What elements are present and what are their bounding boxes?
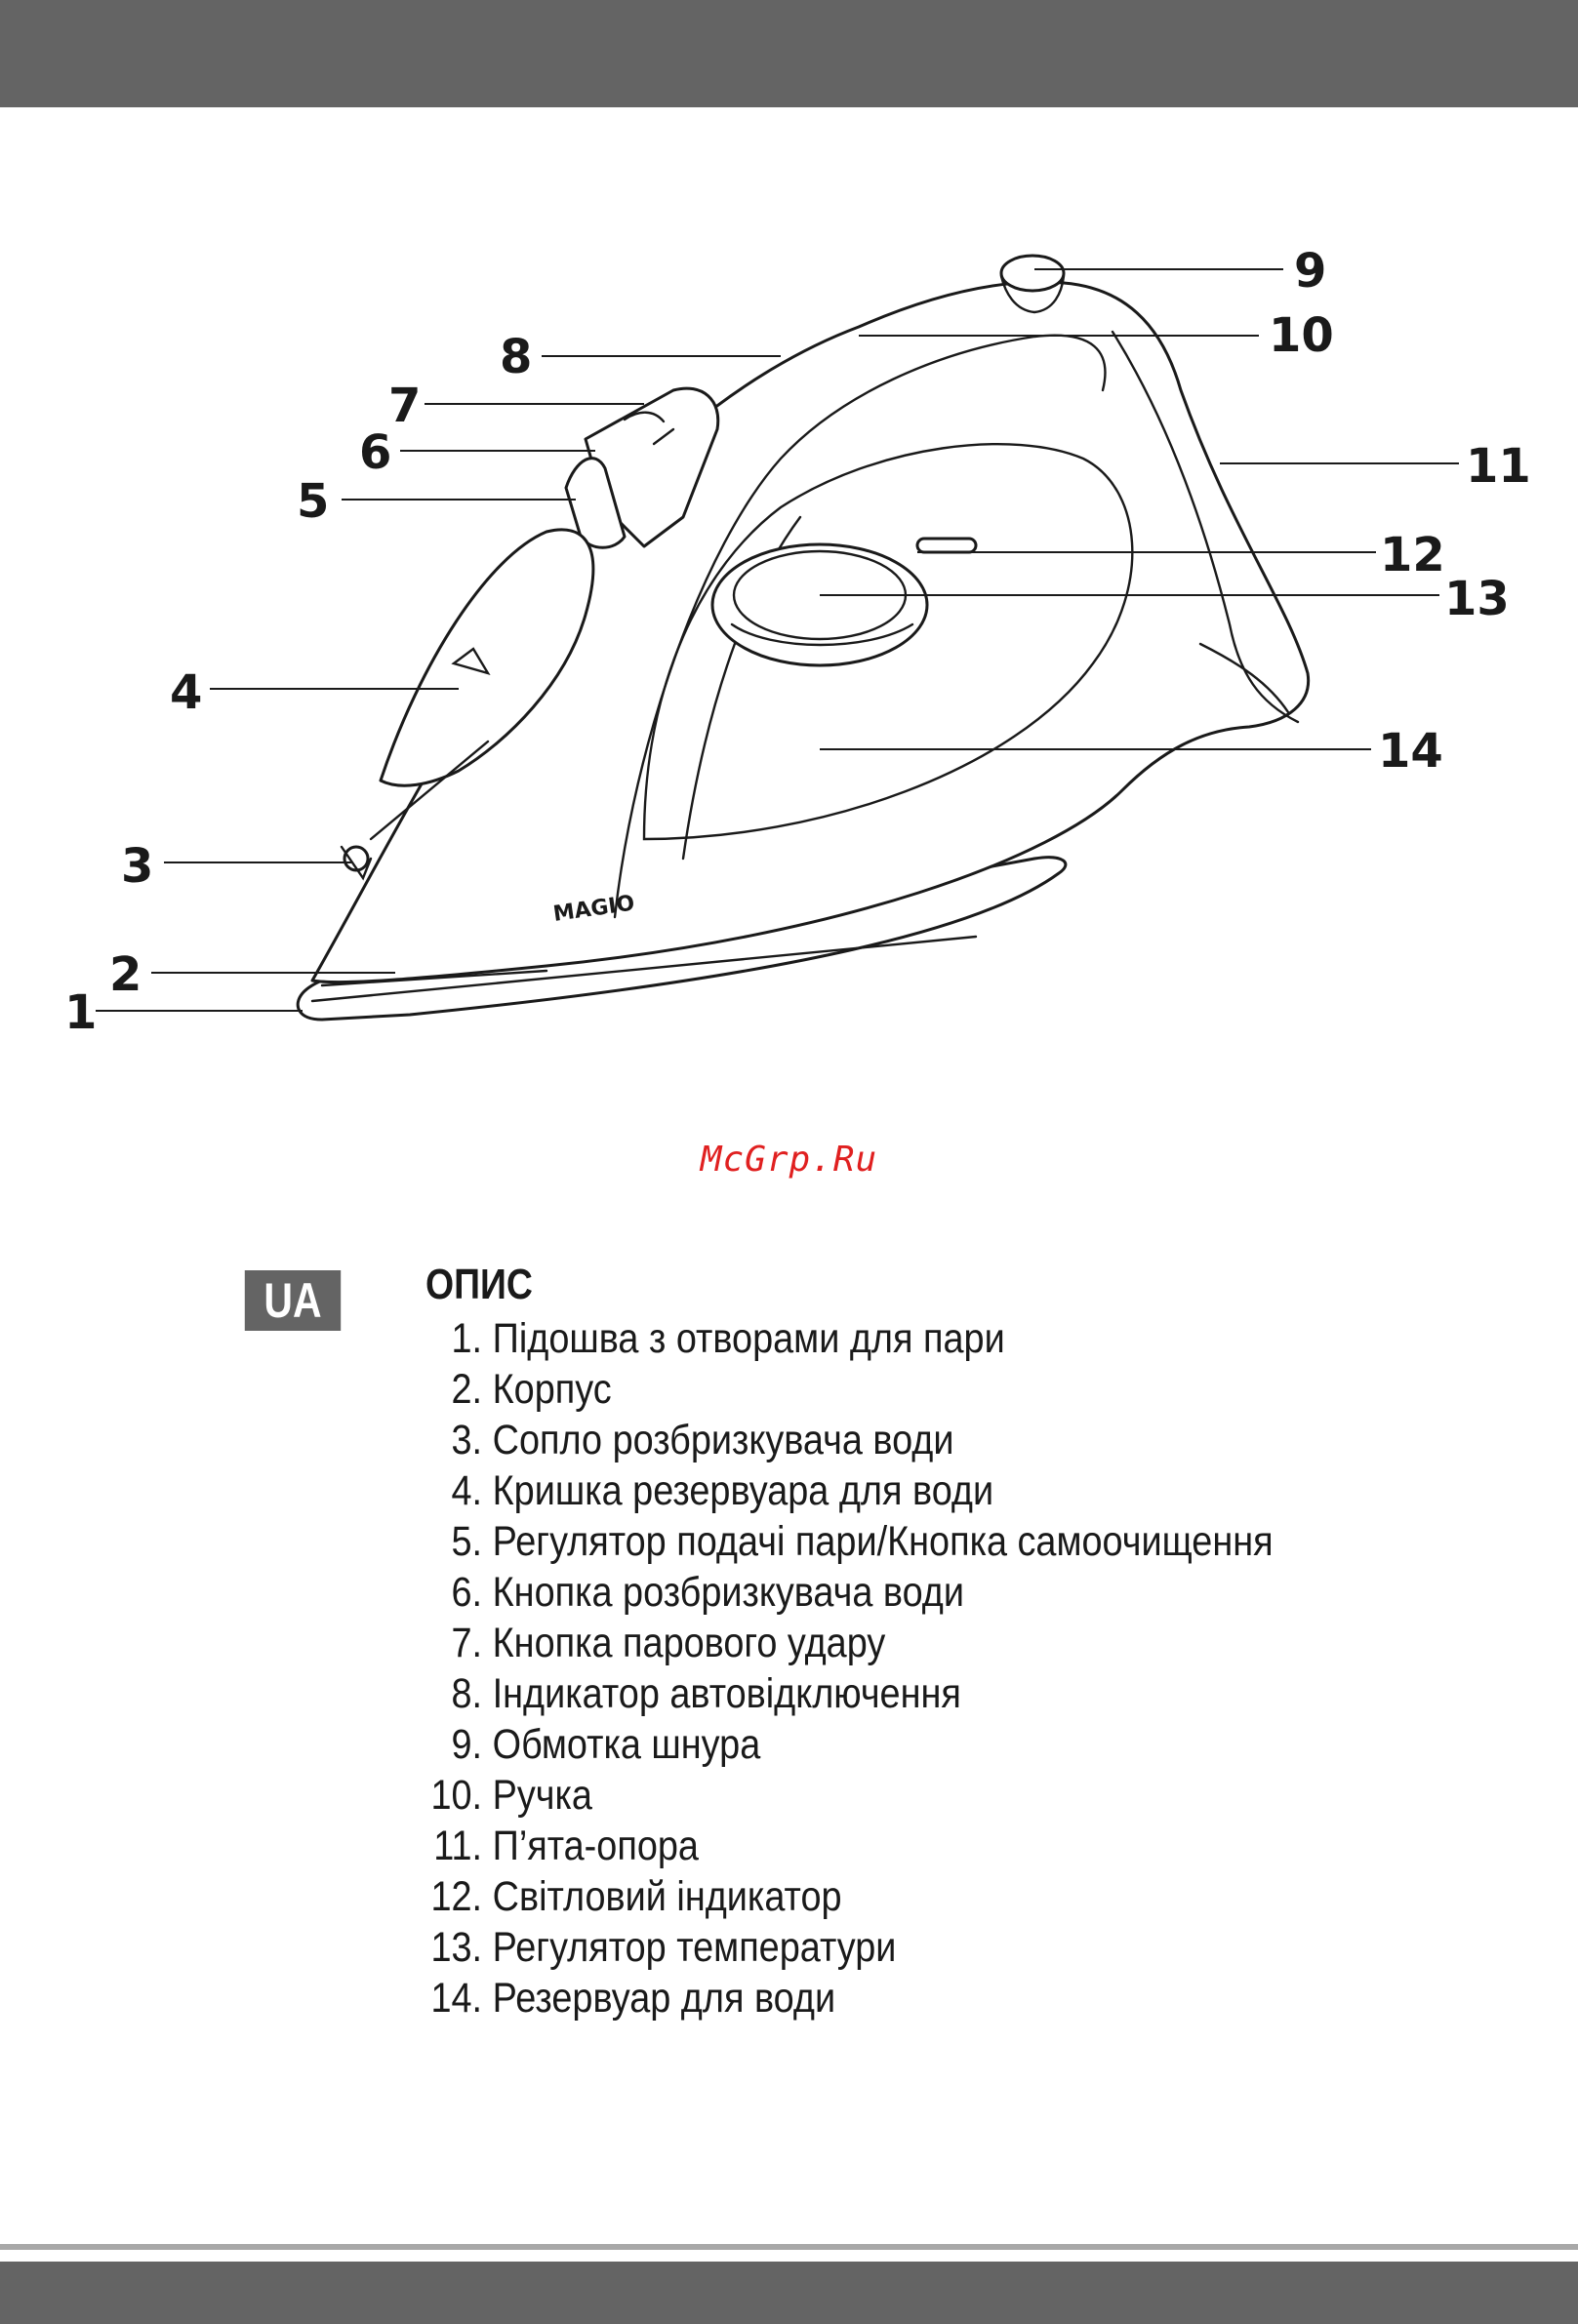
item-number: 12. [430,1873,483,1920]
item-label: Світловий індикатор [492,1873,842,1920]
list-item: 6.Кнопка розбризкувача води [425,1567,1274,1618]
item-label: Обмотка шнура [492,1721,761,1768]
item-number: 11. [433,1823,483,1869]
callout-11: 11 [1466,439,1531,494]
item-label: Підошва з отворами для пари [492,1315,1005,1362]
item-label: Регулятор температури [492,1924,897,1971]
item-number: 5. [451,1518,483,1565]
list-item: 8.Індикатор автовідключення [425,1668,1274,1719]
item-number: 7. [451,1620,483,1666]
item-label: Кришка резервуара для води [492,1467,994,1514]
item-number: 10. [430,1772,483,1819]
list-item: 12.Світловий індикатор [425,1871,1274,1922]
callout-10: 10 [1269,308,1334,363]
callout-2: 2 [109,947,142,1002]
item-label: Корпус [492,1366,612,1413]
list-item: 7.Кнопка парового удару [425,1618,1274,1668]
item-label: Ручка [492,1772,592,1819]
parts-list: 1. Підошва з отворами для пари 2.Корпус … [425,1313,1274,2023]
watermark: McGrp.Ru [700,1140,878,1180]
list-item: 9.Обмотка шнура [425,1719,1274,1770]
cord-wrap [999,254,1066,293]
section-title: ОПИС [425,1261,533,1308]
item-number: 2. [451,1366,483,1413]
item-label: Індикатор автовідключення [492,1670,961,1717]
item-label: Кнопка парового удару [492,1620,886,1666]
callout-5: 5 [297,474,329,529]
language-badge: UA [244,1270,342,1331]
list-item: 13.Регулятор температури [425,1922,1274,1973]
list-item: 4.Кришка резервуара для води [425,1465,1274,1516]
tank-cover [379,528,595,787]
item-label: П’ята-опора [492,1823,699,1869]
item-number: 1. [451,1315,483,1362]
callout-14: 14 [1378,724,1443,779]
list-item: 1. Підошва з отворами для пари [425,1313,1274,1364]
callout-4: 4 [170,665,202,720]
callout-6: 6 [359,425,391,480]
callout-12: 12 [1380,528,1445,582]
item-label: Резервуар для води [492,1975,836,2022]
item-number: 13. [430,1924,483,1971]
item-number: 8. [451,1670,483,1717]
item-label: Кнопка розбризкувача води [492,1569,965,1616]
spray-nozzle [343,845,370,872]
header-bar [0,0,1578,107]
item-label: Сопло розбризкувача води [492,1417,954,1463]
list-item: 2.Корпус [425,1364,1274,1415]
item-number: 3. [451,1417,483,1463]
callout-13: 13 [1444,572,1510,626]
list-item: 5.Регулятор подачі пари/Кнопка самоочище… [425,1516,1274,1567]
footer-bar [0,2262,1578,2324]
list-item: 3.Сопло розбризкувача води [425,1415,1274,1465]
temperature-dial [710,542,929,667]
item-number: 6. [451,1569,483,1616]
callout-7: 7 [388,379,421,433]
item-number: 9. [451,1721,483,1768]
water-tank [642,442,1134,841]
list-item: 14.Резервуар для води [425,1973,1274,2023]
item-label: Регулятор подачі пари/Кнопка самоочищенн… [492,1518,1274,1565]
callout-9: 9 [1294,244,1326,299]
list-item: 10.Ручка [425,1770,1274,1821]
callout-3: 3 [121,839,153,894]
item-number: 4. [451,1467,483,1514]
list-item: 11.П’ята-опора [425,1821,1274,1871]
callout-1: 1 [64,985,97,1040]
item-number: 14. [430,1975,483,2022]
callout-8: 8 [500,330,532,384]
light-indicator [915,537,978,554]
footer-rule [0,2244,1578,2250]
steam-buttons [584,386,720,548]
iron-diagram: MAGIO 1 2 3 4 5 6 7 8 9 10 11 12 13 14 [64,244,1531,1040]
